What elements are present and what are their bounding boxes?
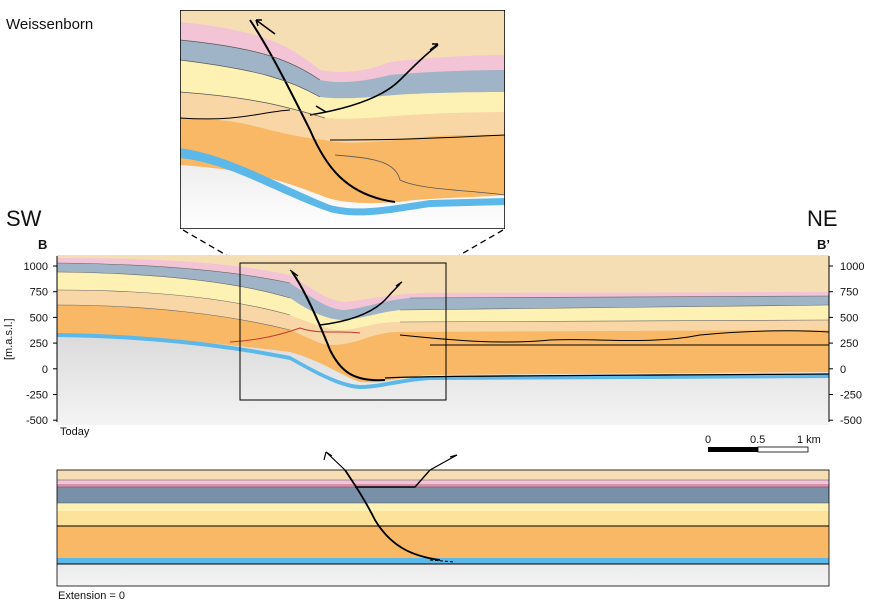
tick-label-l: 0 <box>42 364 48 376</box>
tick-label-l: 750 <box>30 287 48 299</box>
tick-label-r: -250 <box>840 390 862 402</box>
axis-ticks: 1000 1000 750 750 500 500 250 250 0 0 -250 -250 -500… <box>24 261 865 427</box>
restored-frame <box>56 469 830 587</box>
state-today-label: Today <box>60 426 90 438</box>
tick-label-l: 250 <box>30 338 48 350</box>
main-section <box>57 255 829 425</box>
tick-label-l: -500 <box>26 415 48 427</box>
location-label: Weissenborn <box>6 16 93 33</box>
tick-label-r: -500 <box>840 415 862 427</box>
tick-label-r: 500 <box>840 312 858 324</box>
scale-label-1km: 1 km <box>797 434 821 446</box>
scale-bar: 0 0.5 1 km <box>705 434 821 453</box>
state-restored-label: Extension = 0 <box>58 590 125 602</box>
dir-right-label: NE <box>807 206 838 231</box>
scale-label-0: 0 <box>705 434 711 446</box>
tick-label-r: 1000 <box>840 261 864 273</box>
tick-label-l: -250 <box>26 390 48 402</box>
tick-label-r: 250 <box>840 338 858 350</box>
zoom-inset <box>180 10 505 229</box>
tick-label-r: 750 <box>840 287 858 299</box>
dir-left-label: SW <box>6 206 42 231</box>
end-left-label: B <box>38 237 47 252</box>
tick-label-r: 0 <box>840 364 846 376</box>
restored-section <box>57 470 829 586</box>
restored-fault-left-tip <box>325 451 346 471</box>
zoom-box <box>239 262 447 401</box>
restored-fault-right-tip <box>429 454 458 471</box>
y-axis-label: [m.a.s.l.] <box>3 318 15 360</box>
scale-label-0-5: 0.5 <box>750 434 765 446</box>
restored-arrow-left <box>323 451 333 461</box>
tick-label-l: 500 <box>30 312 48 324</box>
tick-label-l: 1000 <box>24 261 48 273</box>
end-right-label: B’ <box>817 237 830 252</box>
restored-arrow-right <box>449 454 458 458</box>
